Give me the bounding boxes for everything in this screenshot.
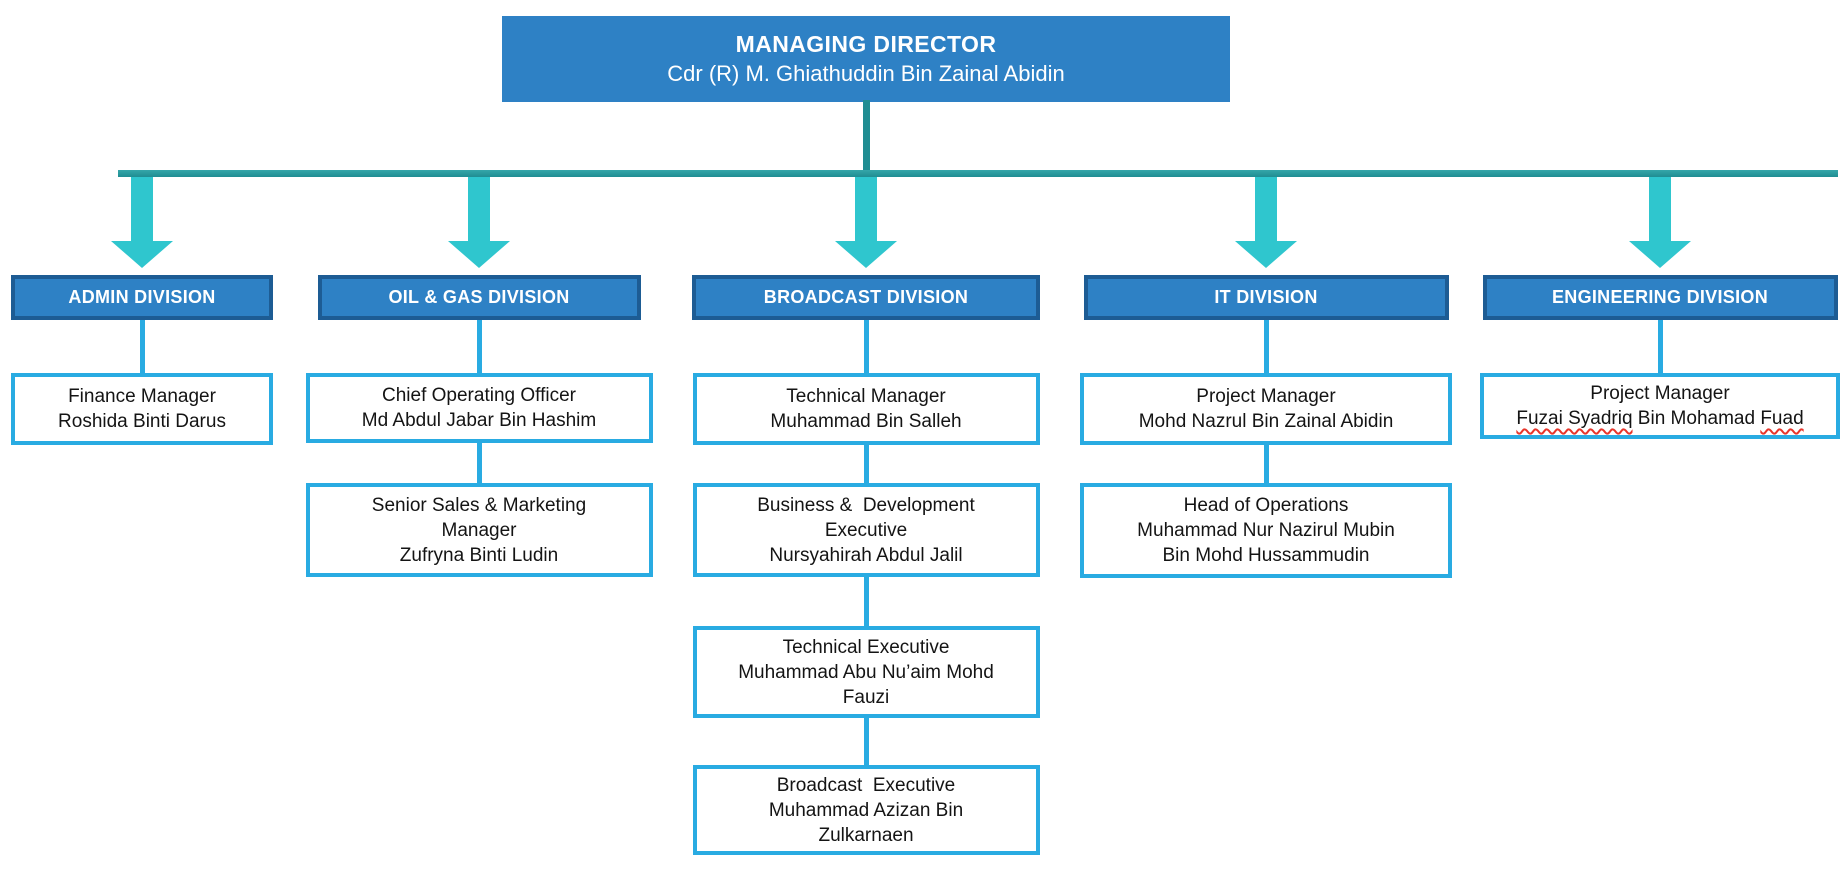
staff-line: Technical Executive <box>782 636 950 658</box>
staff-line: Md Abdul Jabar Bin Hashim <box>361 410 597 431</box>
staff-line: Roshida Binti Darus <box>58 411 226 432</box>
staff-line: Project Manager <box>1590 383 1730 404</box>
down-arrow-icon <box>111 177 173 268</box>
arrow-shaft <box>468 177 490 241</box>
staff-line: Muhammad Bin Salleh <box>770 411 962 432</box>
division-header-it: IT DIVISION <box>1083 275 1449 320</box>
managing-director-title: MANAGING DIRECTOR <box>735 31 997 57</box>
staff-line: Business & Development <box>757 494 975 516</box>
division-header-engineering: ENGINEERING DIVISION <box>1482 275 1838 320</box>
column-connector-line <box>139 320 145 373</box>
managing-director-box: MANAGING DIRECTOR Cdr (R) M. Ghiathuddin… <box>502 16 1230 102</box>
staff-line: Executive <box>824 519 908 541</box>
arrow-shaft <box>1649 177 1671 241</box>
column-connector-line <box>863 718 869 765</box>
staff-line: Technical Manager <box>786 386 946 407</box>
column-connector-line <box>863 320 869 373</box>
md-connector-line <box>863 100 870 172</box>
staff-line: Bin Mohd Hussammudin <box>1162 545 1370 566</box>
arrow-head <box>1235 241 1297 268</box>
arrow-head <box>448 241 510 268</box>
staff-line: Project Manager <box>1196 386 1336 407</box>
staff-line: Muhammad Azizan Bin <box>768 799 964 821</box>
division-header-label: ENGINEERING DIVISION <box>1551 287 1769 307</box>
division-header-admin: ADMIN DIVISION <box>11 275 273 320</box>
staff-line: Finance Manager <box>68 386 216 407</box>
division-header-label: BROADCAST DIVISION <box>763 287 969 307</box>
column-connector-line <box>1263 445 1269 483</box>
arrow-head <box>835 241 897 268</box>
staff-box-oil-gas-1: Chief Operating Officer Md Abdul Jabar Bi… <box>305 373 653 443</box>
managing-director-name: Cdr (R) M. Ghiathuddin Bin Zainal Abidin <box>667 61 1065 86</box>
staff-line: Zufryna Binti Ludin <box>399 544 559 566</box>
staff-line: Zulkarnaen <box>818 824 914 846</box>
staff-line: Muhammad Abu Nu’aim Mohd <box>738 661 994 683</box>
division-header-broadcast: BROADCAST DIVISION <box>692 275 1040 320</box>
misspelled-text: Fuad <box>1760 408 1804 429</box>
staff-line: Muhammad Nur Nazirul Mubin <box>1137 520 1395 541</box>
staff-line: Chief Operating Officer <box>382 385 576 406</box>
down-arrow-icon <box>448 177 510 268</box>
column-connector-line <box>1657 320 1663 373</box>
arrow-head <box>111 241 173 268</box>
staff-line: Head of Operations <box>1183 495 1349 516</box>
division-header-label: IT DIVISION <box>1214 287 1318 307</box>
misspelled-text: Fuzai Syadriq <box>1516 408 1633 429</box>
arrow-head <box>1629 241 1691 268</box>
column-connector-line <box>1263 320 1269 373</box>
arrow-shaft <box>1255 177 1277 241</box>
staff-line: Nursyahirah Abdul Jalil <box>769 544 963 566</box>
down-arrow-icon <box>1235 177 1297 268</box>
staff-line: Fauzi <box>842 686 890 708</box>
down-arrow-icon <box>1629 177 1691 268</box>
staff-line: Senior Sales & Marketing <box>371 494 587 516</box>
division-header-label: ADMIN DIVISION <box>68 287 216 307</box>
staff-line: Mohd Nazrul Bin Zainal Abidin <box>1138 411 1394 432</box>
text-segment: Bin Mohamad <box>1632 408 1761 429</box>
arrow-shaft <box>855 177 877 241</box>
arrow-shaft <box>131 177 153 241</box>
column-connector-line <box>863 577 869 626</box>
top-horizontal-connector-line <box>118 170 1838 177</box>
column-connector-line <box>476 443 482 483</box>
division-header-oil-gas: OIL & GAS DIVISION <box>317 275 641 320</box>
staff-line: Broadcast Executive <box>776 774 956 796</box>
staff-line: Manager <box>441 519 517 541</box>
column-connector-line <box>863 445 869 483</box>
division-header-label: OIL & GAS DIVISION <box>388 287 570 307</box>
staff-line: Fuzai Syadriq Bin Mohamad Fuad <box>1516 406 1803 431</box>
column-connector-line <box>476 320 482 373</box>
down-arrow-icon <box>835 177 897 268</box>
